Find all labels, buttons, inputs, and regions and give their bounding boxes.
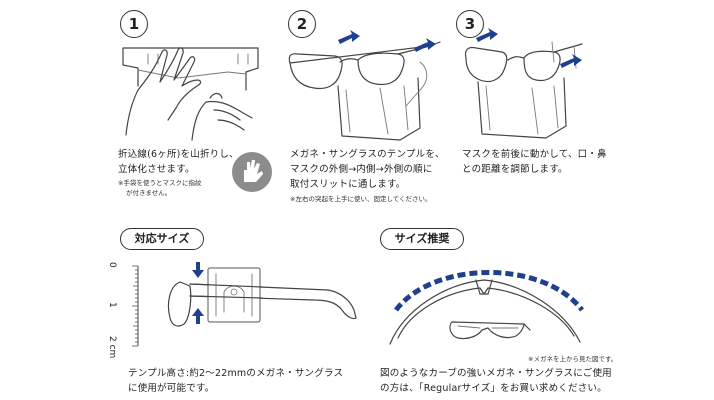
- ruler-tick-0: 0: [107, 262, 117, 268]
- step-2-text-line1: メガネ・サングラスのテンプルを、: [290, 149, 445, 160]
- ruler-unit: cm: [107, 344, 117, 359]
- glove-hand-icon: [232, 152, 272, 192]
- step-2-number: 2: [288, 10, 316, 38]
- glasses-side-illustration: [167, 262, 357, 327]
- step-1-text-line1: 折込線(6ヶ所)を山折りし、: [118, 149, 239, 160]
- ruler-tick-1: 1: [107, 302, 117, 308]
- compatible-text-line1: テンプル高さ:約2～22mmのメガネ・サングラス: [128, 368, 344, 379]
- curved-glasses-illustration: [389, 270, 584, 345]
- step-2-text-line3: 取付スリットに通します。: [290, 179, 406, 190]
- recommended-size-label: サイズ推奨: [380, 228, 464, 250]
- step-1-number: 1: [120, 10, 148, 38]
- step-2-note: ※左右の突起を上手に使い、固定してください。: [290, 195, 432, 203]
- step-2-illustration: [288, 30, 441, 141]
- step-3-illustration: [464, 28, 583, 139]
- step-3-text-line2: との距離を調節します。: [462, 164, 568, 175]
- step-3-number: 3: [456, 10, 484, 38]
- recommend-text-line2: の方は、「Regularサイズ」をお買い求めください。: [380, 383, 607, 394]
- step-1-text-line2: 立体化させます。: [118, 164, 195, 175]
- recommend-text-line1: 図のようなカーブの強いメガネ・サングラスにご使用: [380, 368, 612, 379]
- compatible-text-line2: に使用が可能です。: [128, 383, 215, 394]
- compatible-size-label: 対応サイズ: [120, 228, 204, 250]
- step-1-illustration: [122, 47, 259, 141]
- step-1-note-line2: が付きません。: [126, 189, 172, 197]
- ruler-tick-2: 2 cm: [107, 336, 117, 359]
- ruler: [132, 265, 139, 347]
- step-1-note-line1: ※手袋を使うとマスクに指紋: [118, 179, 202, 187]
- step-2-text-line2: マスクの外側→内側→外側の順に: [290, 164, 433, 175]
- step-3-text-line1: マスクを前後に動かして、口・鼻: [462, 149, 607, 160]
- recommend-note: ※メガネを上から見た図です。: [528, 355, 618, 363]
